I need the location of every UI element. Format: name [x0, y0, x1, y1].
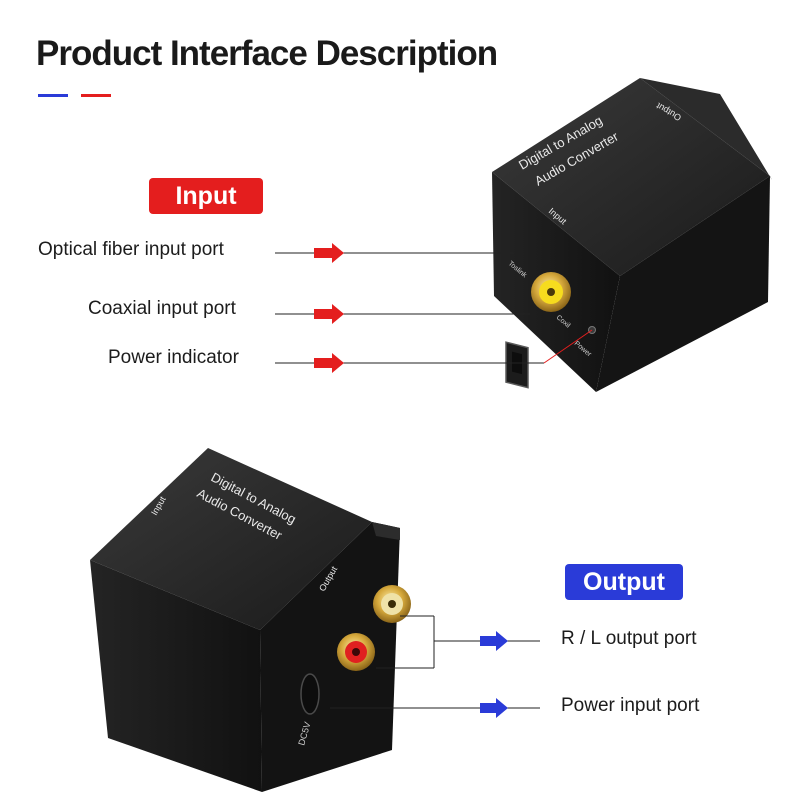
converter-device-input-view: Digital to Analog Audio Converter Input …	[492, 78, 772, 392]
device-output-face-lower	[260, 522, 400, 792]
dc-power-jack	[300, 673, 320, 715]
converter-device-output-view: Digital to Analog Audio Converter Input …	[90, 448, 411, 792]
callout-power-indicator-label: Power indicator	[108, 347, 239, 368]
page-title: Product Interface Description	[36, 34, 498, 73]
blue-arrow-icon	[480, 698, 508, 718]
device-top-face-lower	[90, 448, 372, 630]
red-arrow-icon	[314, 304, 344, 324]
accent-bar-red	[81, 94, 111, 97]
red-arrow-icon	[314, 243, 344, 263]
blue-arrow-icon	[480, 631, 508, 651]
callout-optical-fiber-input-port-label: Optical fiber input port	[38, 239, 224, 260]
device-top-face	[492, 78, 770, 276]
output-section-badge: Output	[565, 564, 683, 600]
device-front-face-lower	[90, 560, 262, 792]
callout-coaxial-input-port-label: Coaxial input port	[88, 298, 236, 319]
accent-bar-blue	[38, 94, 68, 97]
red-arrow-icon	[314, 353, 344, 373]
device-output-flange	[640, 78, 772, 180]
input-section-badge: Input	[149, 178, 263, 214]
callout-rl-output-port-label: R / L output port	[561, 628, 697, 649]
device-side-face	[596, 176, 770, 392]
callout-power-input-port-label: Power input port	[561, 695, 700, 716]
